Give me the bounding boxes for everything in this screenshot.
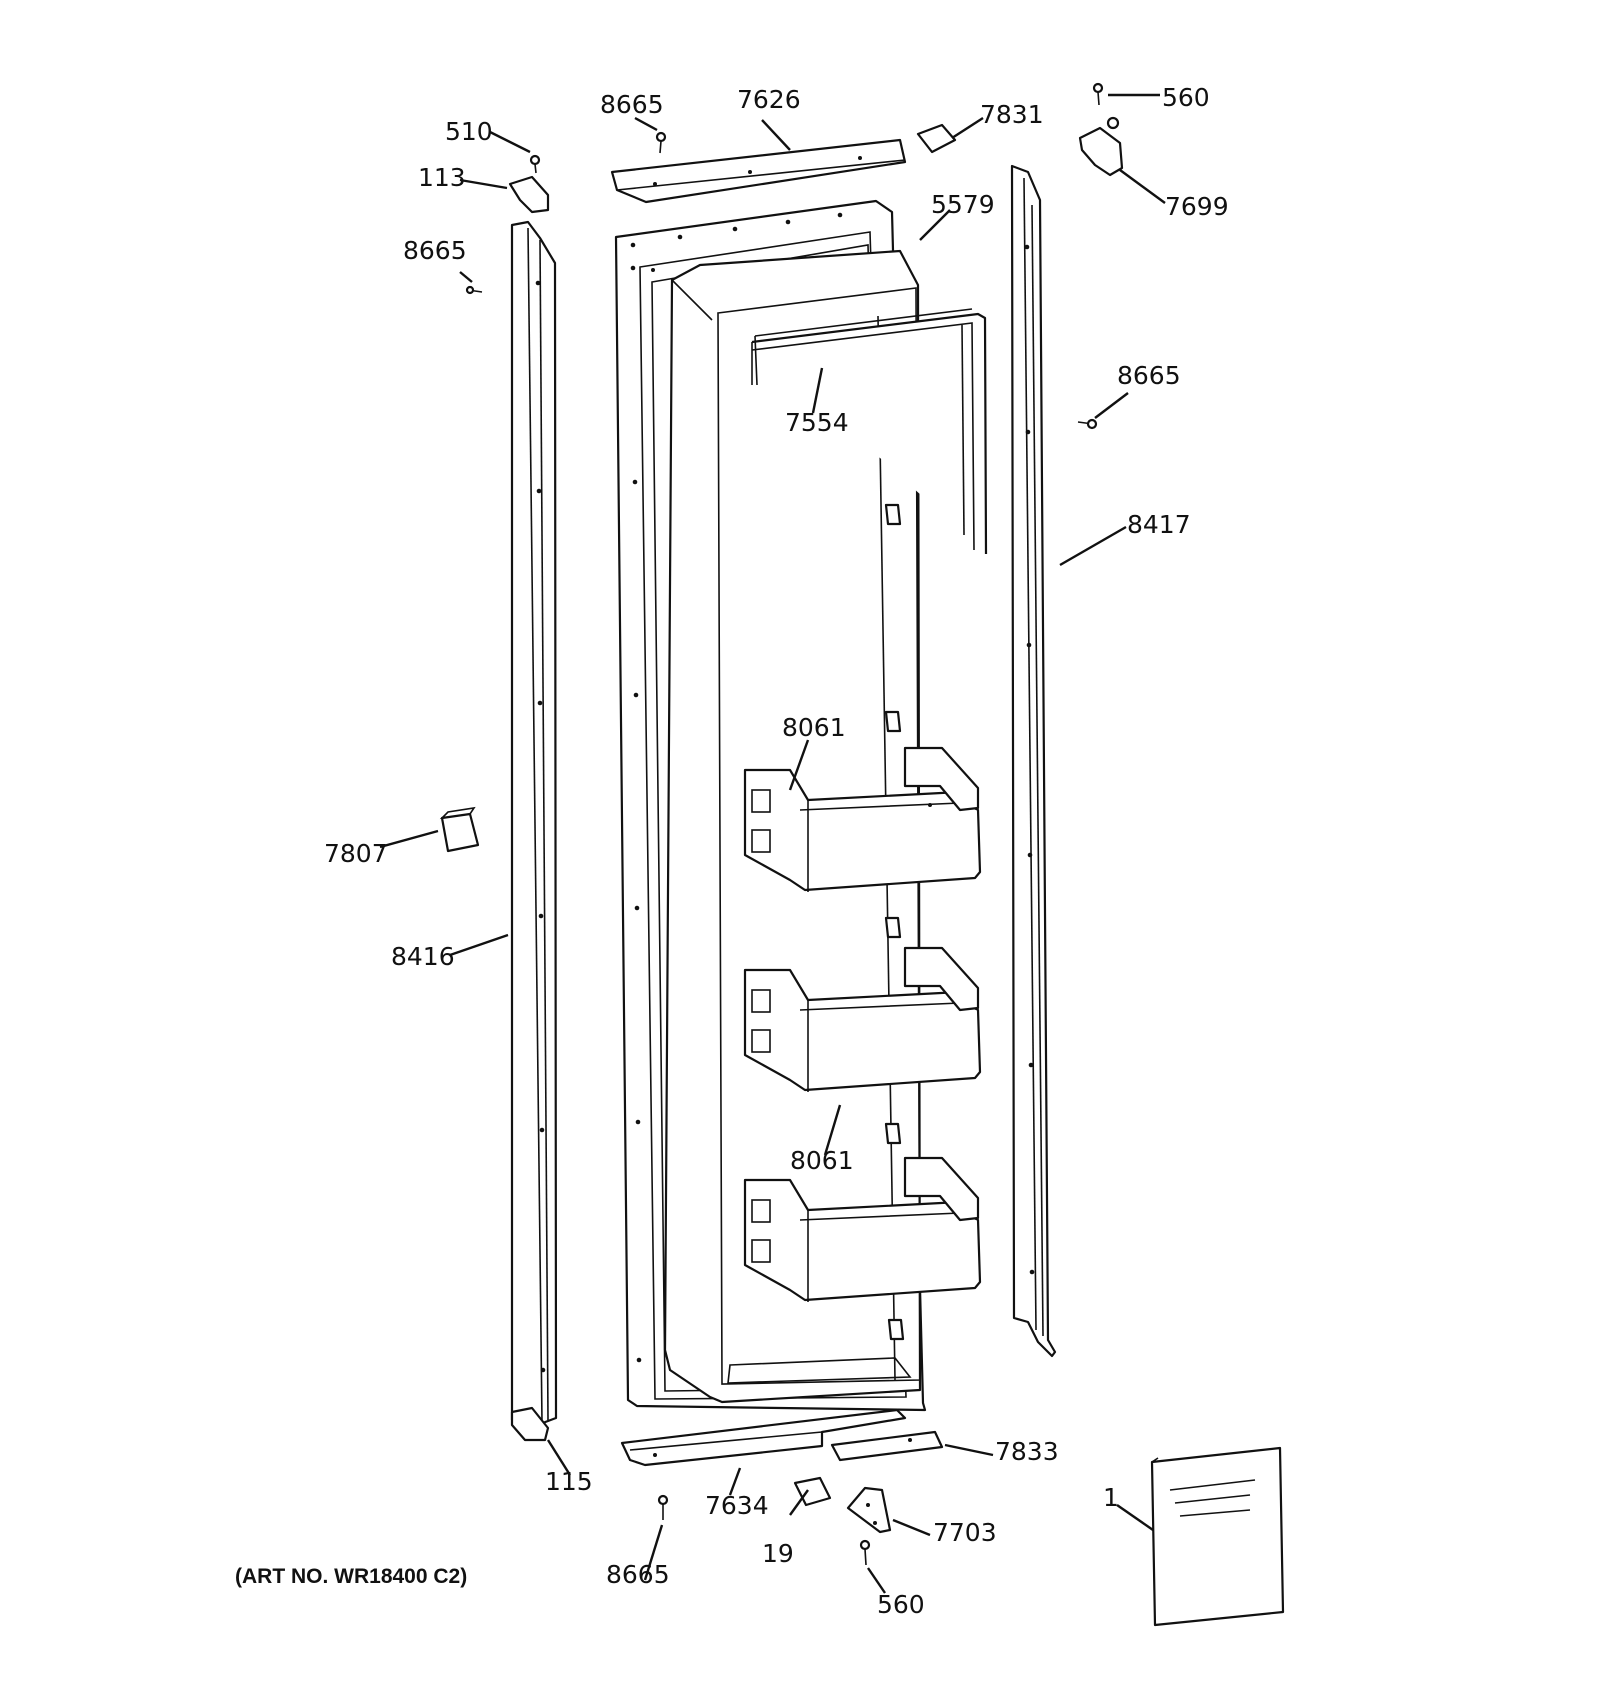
callout-7699: 7699: [1165, 192, 1229, 221]
callout-113: 113: [418, 163, 466, 192]
hinge-cap-top[interactable]: [916, 123, 957, 154]
callout-115: 115: [545, 1467, 593, 1496]
callout-7703: 7703: [933, 1518, 997, 1547]
callout-8665-left: 8665: [403, 236, 467, 265]
owner-manual-1[interactable]: [1150, 1446, 1285, 1627]
callout-8061-top: 8061: [782, 713, 846, 742]
hinge-bracket-top[interactable]: [1078, 116, 1124, 177]
callout-8416: 8416: [391, 942, 455, 971]
right-trim-strip[interactable]: [1010, 164, 1057, 1358]
screw-560-top-icon[interactable]: [1092, 82, 1104, 106]
callout-1: 1: [1103, 1483, 1119, 1512]
door-bin-bottom[interactable]: [743, 1156, 982, 1302]
callout-5579: 5579: [931, 190, 995, 219]
callout-7554: 7554: [785, 408, 849, 437]
bracket-113[interactable]: [508, 175, 550, 214]
door-gasket[interactable]: [751, 308, 988, 555]
art-number: (ART NO. WR18400 C2): [235, 1565, 467, 1588]
callout-7626: 7626: [737, 85, 801, 114]
screw-8665-bottom-icon[interactable]: [657, 1494, 669, 1520]
callout-7831: 7831: [980, 100, 1044, 129]
callout-8665-bottom: 8665: [606, 1560, 670, 1589]
door-bin-middle[interactable]: [743, 946, 982, 1092]
callout-8417: 8417: [1127, 510, 1191, 539]
callout-8665-right: 8665: [1117, 361, 1181, 390]
screw-560-bottom-icon[interactable]: [859, 1539, 871, 1566]
screw-8665-top-icon[interactable]: [655, 131, 667, 154]
callout-7634: 7634: [705, 1491, 769, 1520]
left-trim-strip[interactable]: [510, 220, 558, 1426]
callout-560-top: 560: [1162, 83, 1210, 112]
screw-8665-right-icon[interactable]: [1077, 418, 1098, 430]
callout-8061-mid: 8061: [790, 1146, 854, 1175]
door-bin-top[interactable]: [743, 746, 982, 892]
insulation-block-7807[interactable]: [439, 806, 480, 853]
top-door-cap[interactable]: [610, 138, 907, 204]
callout-19: 19: [762, 1539, 794, 1568]
callout-510: 510: [445, 117, 493, 146]
callout-560-bottom: 560: [877, 1590, 925, 1619]
leader-lines: [379, 93, 1166, 1594]
bottom-door-cap[interactable]: [620, 1408, 944, 1467]
screw-8665-left-icon[interactable]: [465, 285, 483, 295]
callout-8665-top: 8665: [600, 90, 664, 119]
bracket-115[interactable]: [510, 1406, 550, 1442]
callout-7807: 7807: [324, 839, 388, 868]
callout-7833: 7833: [995, 1437, 1059, 1466]
screw-510-icon[interactable]: [529, 154, 541, 174]
hinge-pin-bracket-7703[interactable]: [846, 1486, 892, 1534]
